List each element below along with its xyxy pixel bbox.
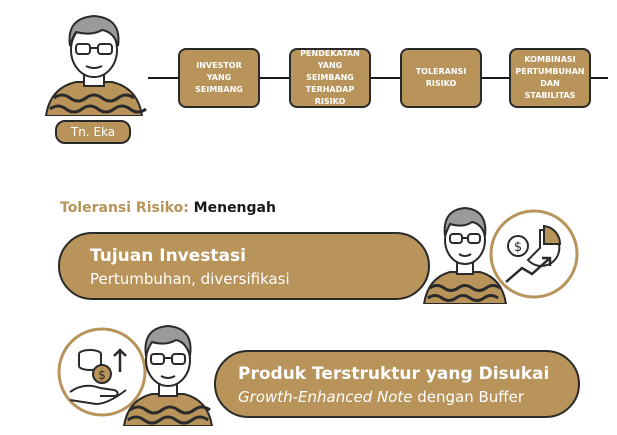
elderly-man-avatar — [422, 206, 508, 304]
risk-tolerance-label: Toleransi Risiko: — [60, 200, 189, 216]
risk-tolerance-value: Menengah — [193, 200, 276, 216]
investment-goal-pill: Tujuan Investasi Pertumbuhan, diversifik… — [58, 232, 430, 300]
product-title: Produk Terstruktur yang Disukai — [238, 364, 550, 384]
goal-title: Tujuan Investasi — [90, 246, 246, 266]
coins-hand-icon: $ — [57, 327, 147, 417]
svg-text:$: $ — [98, 368, 106, 382]
product-subtitle: Growth-Enhanced Note dengan Buffer — [238, 388, 525, 406]
elderly-man-avatar — [44, 14, 147, 116]
flow-connector — [148, 77, 608, 79]
dollar-pie-growth-icon: $ — [489, 209, 579, 299]
svg-text:$: $ — [514, 240, 522, 255]
flow-step-growth-stability: KOMBINASI PERTUMBUHAN DAN STABILITAS — [509, 48, 591, 108]
client-name-badge: Tn. Eka — [55, 120, 131, 144]
flow-step-investor-type: INVESTOR YANG SEIMBANG — [178, 48, 260, 108]
elderly-man-avatar — [122, 324, 214, 426]
goal-subtitle: Pertumbuhan, diversifikasi — [90, 270, 290, 288]
flow-step-risk-tolerance: TOLERANSI RISIKO — [400, 48, 482, 108]
preferred-product-pill: Produk Terstruktur yang Disukai Growth-E… — [214, 350, 580, 418]
flow-step-balanced-approach: PENDEKATAN YANG SEIMBANG TERHADAP RISIKO — [289, 48, 371, 108]
risk-tolerance-line: Toleransi Risiko: Menengah — [60, 200, 276, 216]
